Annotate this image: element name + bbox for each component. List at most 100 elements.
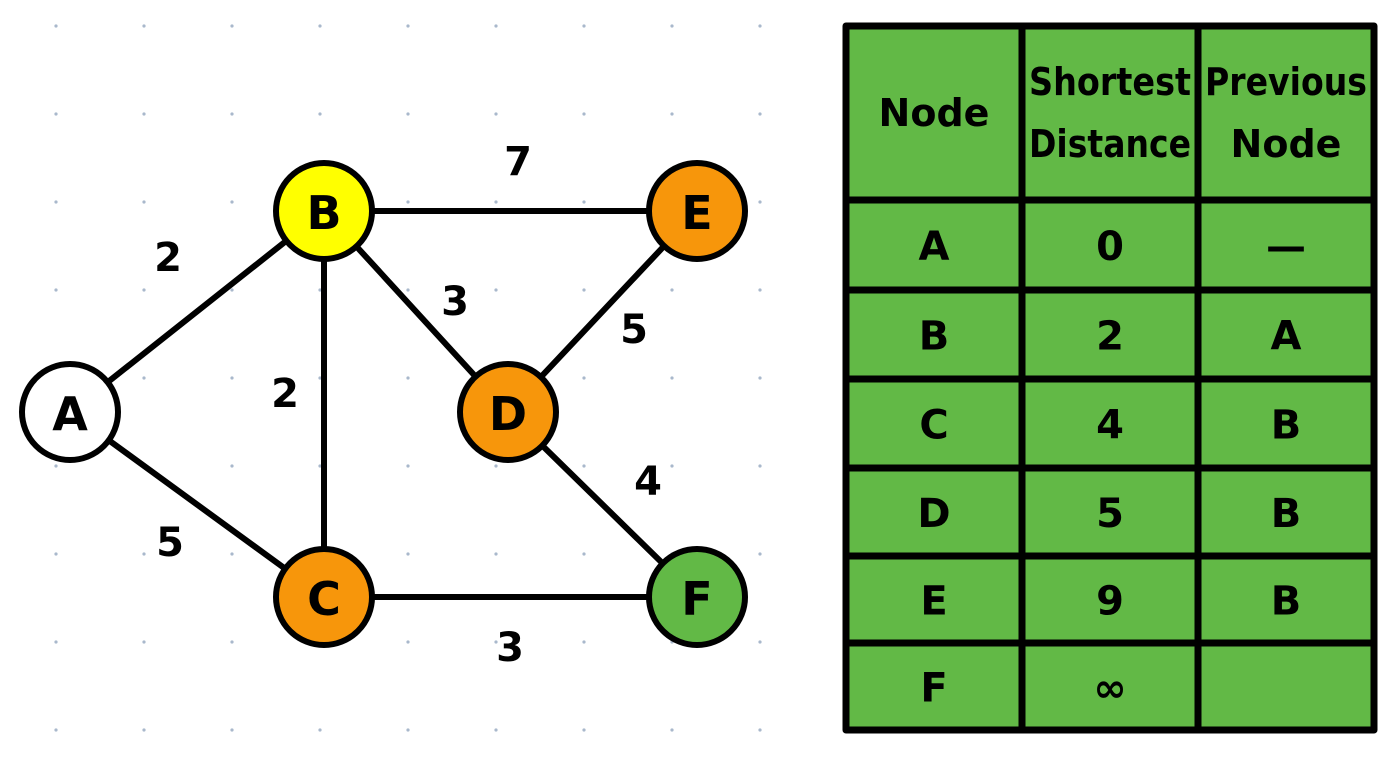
grid-dot [54, 24, 58, 28]
grid-dot [494, 24, 498, 28]
grid-dot [142, 640, 146, 644]
cell-shortest-distance: 5 [1096, 491, 1124, 537]
node-d: D [457, 361, 559, 463]
grid-dot [670, 728, 674, 732]
grid-dot [670, 24, 674, 28]
graph-nodes: A B C DE F [19, 160, 748, 648]
grid-dot [318, 728, 322, 732]
cell-node: E [920, 579, 947, 625]
cell-previous-node: B [1271, 403, 1302, 449]
grid-dot [54, 640, 58, 644]
grid-dot [142, 200, 146, 204]
grid-dot [406, 24, 410, 28]
cell-node: D [917, 491, 950, 537]
edge-weight-b-d: 3 [441, 279, 469, 325]
grid-dot [758, 464, 762, 468]
node-c: C [273, 546, 375, 648]
header-node-line: Node [879, 91, 990, 135]
grid-dot [406, 552, 410, 556]
node-b-label: B [306, 186, 341, 240]
grid-dot [758, 728, 762, 732]
node-e-circle [646, 160, 748, 262]
edge-a-b [67, 208, 327, 415]
grid-dot [670, 376, 674, 380]
grid-dot [758, 552, 762, 556]
grid-dot [406, 376, 410, 380]
edge-weight-d-e: 5 [620, 307, 648, 353]
grid-dot [142, 24, 146, 28]
grid-dot [758, 24, 762, 28]
header-shortest-distance-line: Shortest [1029, 60, 1191, 104]
grid-dot [54, 464, 58, 468]
node-a-circle [19, 361, 121, 463]
grid-dot [230, 728, 234, 732]
grid-dot [230, 24, 234, 28]
grid-dot [670, 288, 674, 292]
cell-shortest-distance: 0 [1096, 224, 1124, 270]
grid-dot [406, 640, 410, 644]
node-e: E [646, 160, 748, 262]
edge-weight-b-e: 7 [504, 139, 532, 185]
header-shortest-distance-line: Distance [1029, 122, 1191, 166]
node-b: B [273, 160, 375, 262]
grid-dot [230, 552, 234, 556]
header-node: Node [879, 91, 990, 135]
grid-dot [230, 200, 234, 204]
edge-weight-c-f: 3 [496, 625, 524, 671]
grid-dot [582, 288, 586, 292]
edge-weight-a-b: 2 [154, 235, 182, 281]
edge-a-c [67, 409, 327, 600]
grid-dot [318, 376, 322, 380]
node-f-label: F [681, 572, 712, 626]
header-previous-node-line: Previous [1205, 60, 1367, 104]
grid-dot [230, 112, 234, 116]
grid-dot [758, 288, 762, 292]
grid-dot [318, 112, 322, 116]
node-c-circle [273, 546, 375, 648]
node-c-label: C [307, 572, 341, 626]
grid-dot [142, 728, 146, 732]
table-row: D 5 B [917, 491, 1301, 537]
grid-dot [582, 464, 586, 468]
grid-dot [54, 112, 58, 116]
node-a-label: A [52, 387, 88, 441]
grid-dot [494, 728, 498, 732]
distance-table-grid-lines [846, 26, 1374, 730]
grid-dot [494, 112, 498, 116]
grid-dot [670, 112, 674, 116]
edge-weight-b-c: 2 [271, 371, 299, 417]
grid-dot [54, 288, 58, 292]
grid-dot [406, 728, 410, 732]
grid-dot [142, 552, 146, 556]
grid-dot [582, 200, 586, 204]
grid-dot [406, 464, 410, 468]
cell-shortest-distance: 9 [1096, 579, 1124, 625]
grid-dot [406, 288, 410, 292]
grid-dot [494, 200, 498, 204]
grid-dot [142, 288, 146, 292]
node-f: F [646, 546, 748, 648]
cell-node: F [920, 666, 947, 712]
grid-dot [54, 552, 58, 556]
cell-node: C [919, 403, 948, 449]
cell-previous-node: — [1266, 224, 1306, 270]
node-f-circle [646, 546, 748, 648]
cell-shortest-distance: 2 [1096, 314, 1124, 360]
node-d-circle [457, 361, 559, 463]
grid-dot [406, 200, 410, 204]
grid-dot [494, 464, 498, 468]
grid-dot [670, 464, 674, 468]
grid-dot [230, 640, 234, 644]
cell-previous-node: A [1271, 314, 1302, 360]
grid-dot [494, 288, 498, 292]
grid-dot [582, 376, 586, 380]
cell-previous-node: B [1271, 491, 1302, 537]
